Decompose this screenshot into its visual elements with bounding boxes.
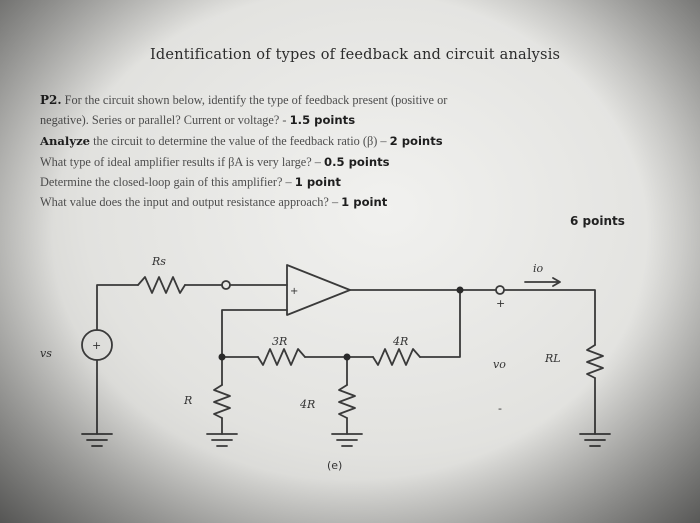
r-ground-label: R <box>183 394 192 407</box>
ground-load <box>579 433 611 447</box>
ground-r <box>206 433 238 447</box>
source-input-wire <box>96 284 139 331</box>
rs-resistor <box>137 276 186 294</box>
amp-plus-sign: + <box>290 286 298 297</box>
io-arrow <box>524 277 561 287</box>
rs-label: Rs <box>151 255 166 268</box>
r4-ground-label: 4R <box>299 398 315 411</box>
r3-label: 3R <box>272 335 287 348</box>
rl-resistor <box>586 344 604 379</box>
r4-feedback-label: 4R <box>392 335 408 348</box>
r4-feedback-resistor <box>372 348 421 366</box>
output-minus-sign: - <box>498 402 502 415</box>
r4-ground-resistor <box>338 384 356 419</box>
ground-source <box>81 433 113 447</box>
node-output <box>456 286 464 294</box>
figure-caption: (e) <box>327 459 342 472</box>
node-mid <box>343 353 351 361</box>
input-terminal <box>221 280 231 290</box>
source-plus-sign: + <box>92 339 101 352</box>
io-label: io <box>533 262 544 275</box>
output-plus-sign: + <box>496 297 505 310</box>
feedback-input-wire <box>221 309 288 358</box>
load-top-wire <box>503 289 596 346</box>
r-ground-resistor <box>213 384 231 419</box>
vo-label: vo <box>493 358 506 371</box>
vs-label: vs <box>40 347 52 360</box>
r3-resistor <box>257 348 306 366</box>
feedback-tap-wire <box>419 289 461 358</box>
rl-label: RL <box>544 352 561 365</box>
node-left <box>218 353 226 361</box>
output-terminal <box>495 285 505 295</box>
ground-4r <box>331 433 363 447</box>
